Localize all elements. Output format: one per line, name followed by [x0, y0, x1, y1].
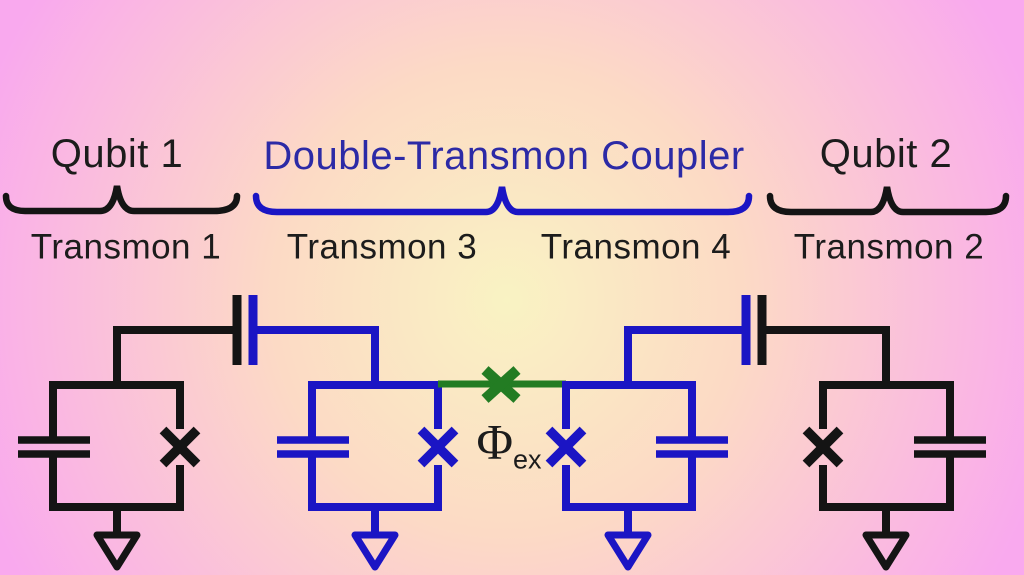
coupling-capacitor-1-icon	[232, 295, 258, 365]
coupling-capacitor-2-icon	[741, 295, 767, 365]
label-transmon-2: Transmon 2	[793, 227, 985, 267]
transmon3-loop	[308, 381, 442, 511]
coupler-brace-icon	[252, 186, 753, 216]
transmon1-ground-icon	[93, 503, 141, 571]
transmon3-josephson-junction-icon	[417, 426, 459, 468]
label-transmon-1: Transmon 1	[30, 227, 222, 267]
label-double-transmon-coupler: Double-Transmon Coupler	[263, 134, 745, 178]
transmon1-capacitor-icon	[18, 436, 90, 458]
qubit2-brace-icon	[766, 186, 1010, 216]
transmon1-loop	[49, 381, 184, 511]
transmon3-circuit	[253, 326, 459, 571]
transmon3-capacitor-icon	[277, 436, 349, 458]
transmon2-loop	[819, 381, 954, 511]
transmon4-coupling-wire	[624, 326, 746, 385]
transmon4-ground-icon	[604, 503, 652, 571]
transmon1-josephson-junction-icon	[159, 426, 201, 468]
shared-josephson-junction-icon	[438, 366, 566, 403]
label-qubit-2: Qubit 2	[819, 132, 953, 176]
transmon3-ground-icon	[351, 503, 399, 571]
label-transmon-3: Transmon 3	[286, 227, 478, 267]
transmon4-loop	[562, 381, 696, 511]
transmon2-coupling-wire	[766, 326, 890, 385]
transmon3-coupling-wire	[253, 326, 379, 385]
transmon2-josephson-junction-icon	[802, 426, 844, 468]
transmon1-circuit	[18, 326, 233, 571]
transmon2-circuit	[766, 326, 986, 571]
transmon2-ground-icon	[862, 503, 910, 571]
label-transmon-4: Transmon 4	[540, 227, 732, 267]
transmon4-josephson-junction-icon	[545, 426, 587, 468]
phi-symbol: Φ	[476, 413, 514, 470]
label-external-flux: Φex	[476, 417, 541, 474]
qubit1-brace-icon	[2, 185, 241, 215]
transmon4-circuit	[545, 326, 746, 571]
label-qubit-1: Qubit 1	[50, 132, 184, 176]
phi-subscript: ex	[513, 444, 542, 475]
transmon4-capacitor-icon	[656, 436, 728, 458]
transmon2-capacitor-icon	[914, 436, 986, 458]
transmon1-coupling-wire	[113, 326, 233, 385]
